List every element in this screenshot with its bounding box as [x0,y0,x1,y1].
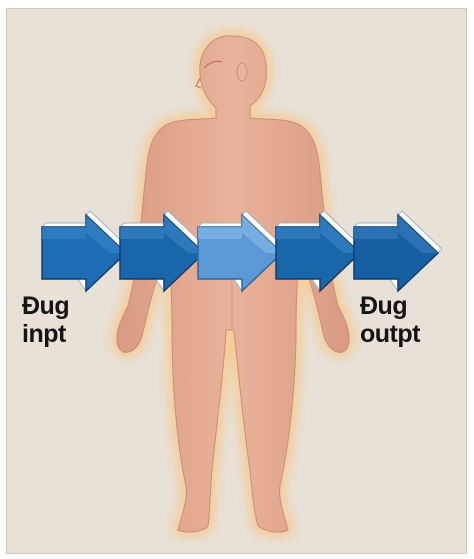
drug-output-label-line2: outpt [360,320,420,348]
arrow-right-icon [354,211,442,291]
arrow-right-icon [276,211,364,291]
drug-output-label: Đug outpt [360,292,420,348]
drug-output-label-line1: Đug [360,292,420,320]
drug-input-label: Đug inpt [22,292,69,348]
human-body-icon [117,36,349,532]
drug-input-label-line1: Đug [22,292,69,320]
arrow-right-icon [42,211,130,291]
arrow-chain [42,211,442,291]
drug-input-label-line2: inpt [22,320,69,348]
